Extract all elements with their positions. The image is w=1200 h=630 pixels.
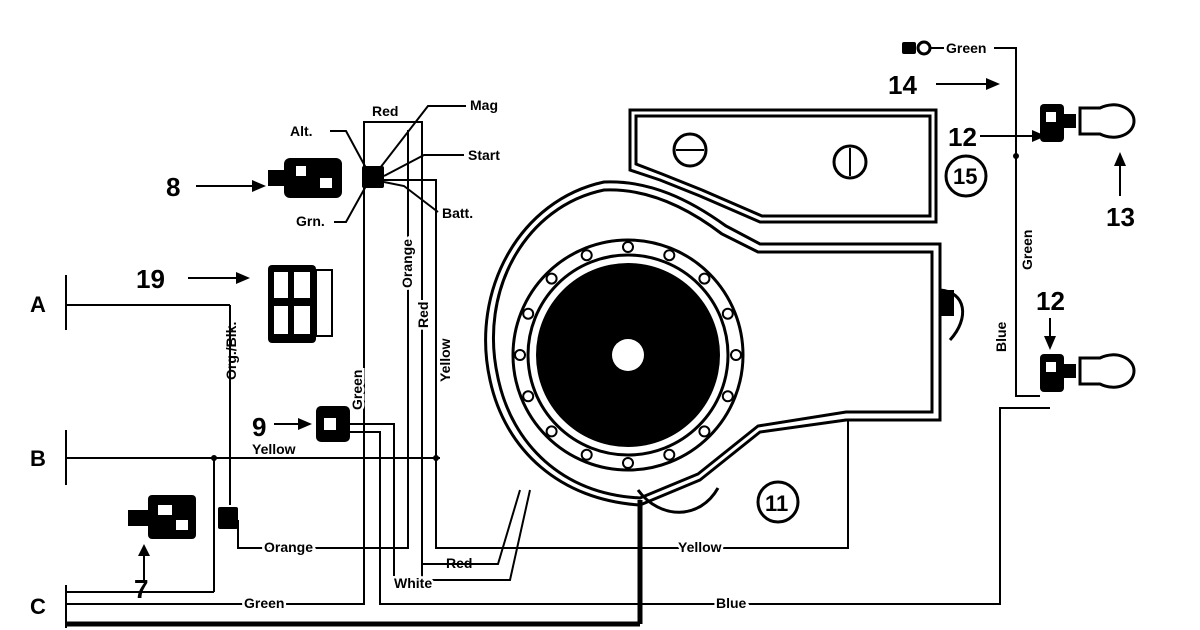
bolt: [522, 390, 535, 403]
callout-11-circle: [756, 480, 800, 524]
part-9-seat-switch: [316, 406, 350, 442]
callout-14: 14: [888, 70, 917, 100]
bolt: [622, 457, 634, 469]
terminal-start-label: Start: [468, 147, 500, 163]
blue-bottom-label: Blue: [716, 595, 747, 611]
bolt: [663, 448, 676, 461]
callout-19: 19: [136, 264, 165, 294]
org-blk-label: Org./Blk.: [223, 322, 239, 380]
orange-vert-label: Orange: [399, 239, 415, 288]
bulb-bottom: [1078, 353, 1136, 389]
callout-8: 8: [166, 172, 180, 202]
terminal-mag-label: Mag: [470, 97, 498, 113]
yellow-vert-label: Yellow: [437, 338, 453, 382]
bolt: [698, 425, 711, 438]
bolt: [522, 307, 535, 320]
white-bottom-label: White: [394, 575, 432, 591]
blue-bottom-wire: [640, 407, 1050, 605]
bolt: [514, 349, 526, 361]
terminal-alt-label: Alt.: [290, 123, 313, 139]
rail-a: [65, 275, 230, 330]
callout-9: 9: [252, 412, 266, 442]
yellow-bottom-label: Yellow: [678, 539, 722, 555]
bolt: [698, 272, 711, 285]
bolt: [721, 307, 734, 320]
part-7-regulator: [128, 495, 196, 539]
orange-bottom-label: Orange: [264, 539, 313, 555]
green-vert-label: Green: [349, 370, 365, 410]
part-14-connector: [902, 40, 932, 56]
lamp-socket-bottom: [1040, 354, 1076, 392]
green-top-right-label: Green: [946, 40, 986, 56]
red-top-label: Red: [372, 103, 398, 119]
red-vert-label: Red: [415, 302, 431, 328]
callout-15: 15: [953, 164, 977, 189]
rail-c-label: C: [30, 594, 46, 619]
bolt: [730, 349, 742, 361]
green-right-vert-label: Green: [1019, 230, 1035, 270]
part-19-fuse-holder: [268, 265, 333, 343]
part-8-ignition-switch: [268, 158, 342, 198]
flywheel-bolts: [514, 241, 742, 469]
bolt: [545, 425, 558, 438]
switch-connector: [362, 166, 384, 188]
red-top-wire: [363, 121, 423, 590]
yellow-vert-wire: [384, 179, 849, 549]
callout-11: 11: [765, 491, 788, 516]
rail-b: [65, 430, 440, 485]
green-bottom-label: Green: [244, 595, 284, 611]
rail-b-label: B: [30, 446, 46, 471]
bolt: [580, 448, 593, 461]
callout-15-circle: [944, 154, 988, 198]
bolt: [622, 241, 634, 253]
callout-12-mid: 12: [1036, 286, 1065, 316]
bolt: [721, 390, 734, 403]
connector-7-plug: [218, 507, 238, 529]
terminal-grn-label: Grn.: [296, 213, 325, 229]
lamp-socket-top: [1040, 104, 1076, 142]
blue-right-vert-label: Blue: [993, 321, 1009, 352]
bolt: [663, 249, 676, 262]
callout-12-top: 12: [948, 122, 977, 152]
green-right-wire: [994, 47, 1040, 397]
engine-11: [484, 108, 965, 514]
green-bottom-wire: [214, 160, 365, 605]
rail-a-label: A: [30, 292, 46, 317]
bolt: [545, 272, 558, 285]
bolt: [580, 249, 593, 262]
rail-c: [65, 585, 640, 628]
bulb-top: [1078, 103, 1136, 139]
terminal-batt-label: Batt.: [442, 205, 473, 221]
callout-13: 13: [1106, 202, 1135, 232]
callout-7: 7: [134, 574, 148, 604]
yellow-b-label: Yellow: [252, 441, 296, 457]
orange-bottom-wire: [237, 130, 409, 549]
